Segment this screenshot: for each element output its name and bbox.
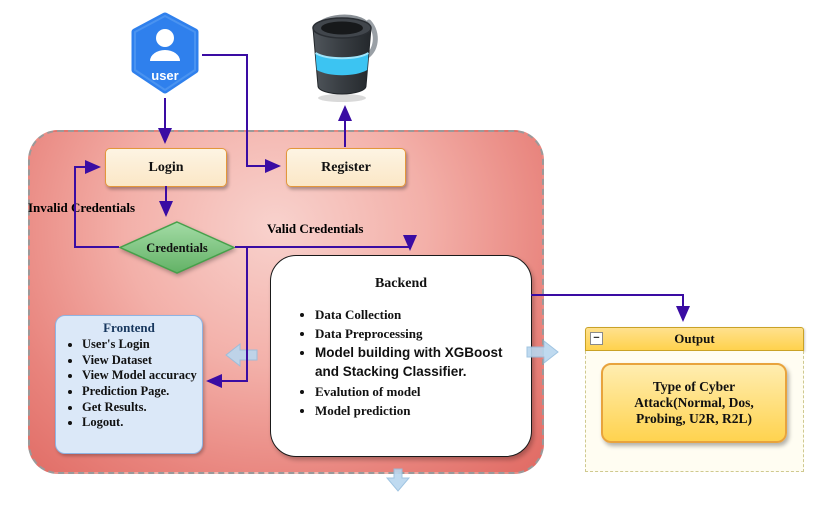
backend-item: Data Collection: [315, 306, 523, 324]
register-label: Register: [321, 159, 371, 175]
credentials-label: Credentials: [146, 241, 208, 255]
person-body: [150, 50, 180, 61]
output-header: − Output: [585, 327, 804, 351]
user-icon: user: [128, 12, 202, 96]
output-title: Output: [674, 331, 715, 346]
backend-list: Data Collection Data Preprocessing Model…: [271, 306, 523, 421]
backend-item: Evalution of model: [315, 383, 523, 401]
frontend-list: User's Login View Dataset View Model acc…: [56, 337, 200, 431]
edge-backend-to-output: [531, 294, 690, 322]
output-body: Type of Cyber Attack(Normal, Dos, Probin…: [585, 351, 804, 472]
collapse-button[interactable]: −: [590, 332, 603, 345]
register-node: Register: [286, 148, 406, 187]
person-head: [156, 29, 174, 47]
login-node: Login: [105, 148, 227, 187]
frontend-item: View Model accuracy: [82, 368, 200, 384]
frontend-item: Prediction Page.: [82, 384, 200, 400]
backend-title: Backend: [374, 276, 428, 291]
frontend-item: Get Results.: [82, 400, 200, 416]
backend-node: Backend Data Collection Data Preprocessi…: [270, 255, 532, 457]
backend-item: Data Preprocessing: [315, 325, 523, 343]
bucket-blue-band: [315, 53, 369, 76]
frontend-item: Logout.: [82, 415, 200, 431]
credentials-decision-node: Credentials: [118, 221, 236, 274]
backend-item: Model prediction: [315, 402, 523, 420]
invalid-credentials-label: Invalid Credentials: [28, 200, 136, 215]
output-result-node: Type of Cyber Attack(Normal, Dos, Probin…: [601, 363, 787, 443]
frontend-item: User's Login: [82, 337, 200, 353]
database-bucket-icon: [303, 8, 381, 104]
login-label: Login: [148, 159, 184, 175]
frontend-item: View Dataset: [82, 353, 200, 369]
frontend-node: Frontend User's Login View Dataset View …: [55, 315, 203, 454]
frontend-title: Frontend: [103, 320, 155, 335]
valid-credentials-label: Valid Credentials: [267, 221, 364, 236]
user-icon-label: user: [151, 68, 178, 83]
backend-item: Model building with XGBoost and Stacking…: [315, 344, 523, 382]
output-panel: − Output Type of Cyber Attack(Normal, Do…: [585, 327, 804, 472]
